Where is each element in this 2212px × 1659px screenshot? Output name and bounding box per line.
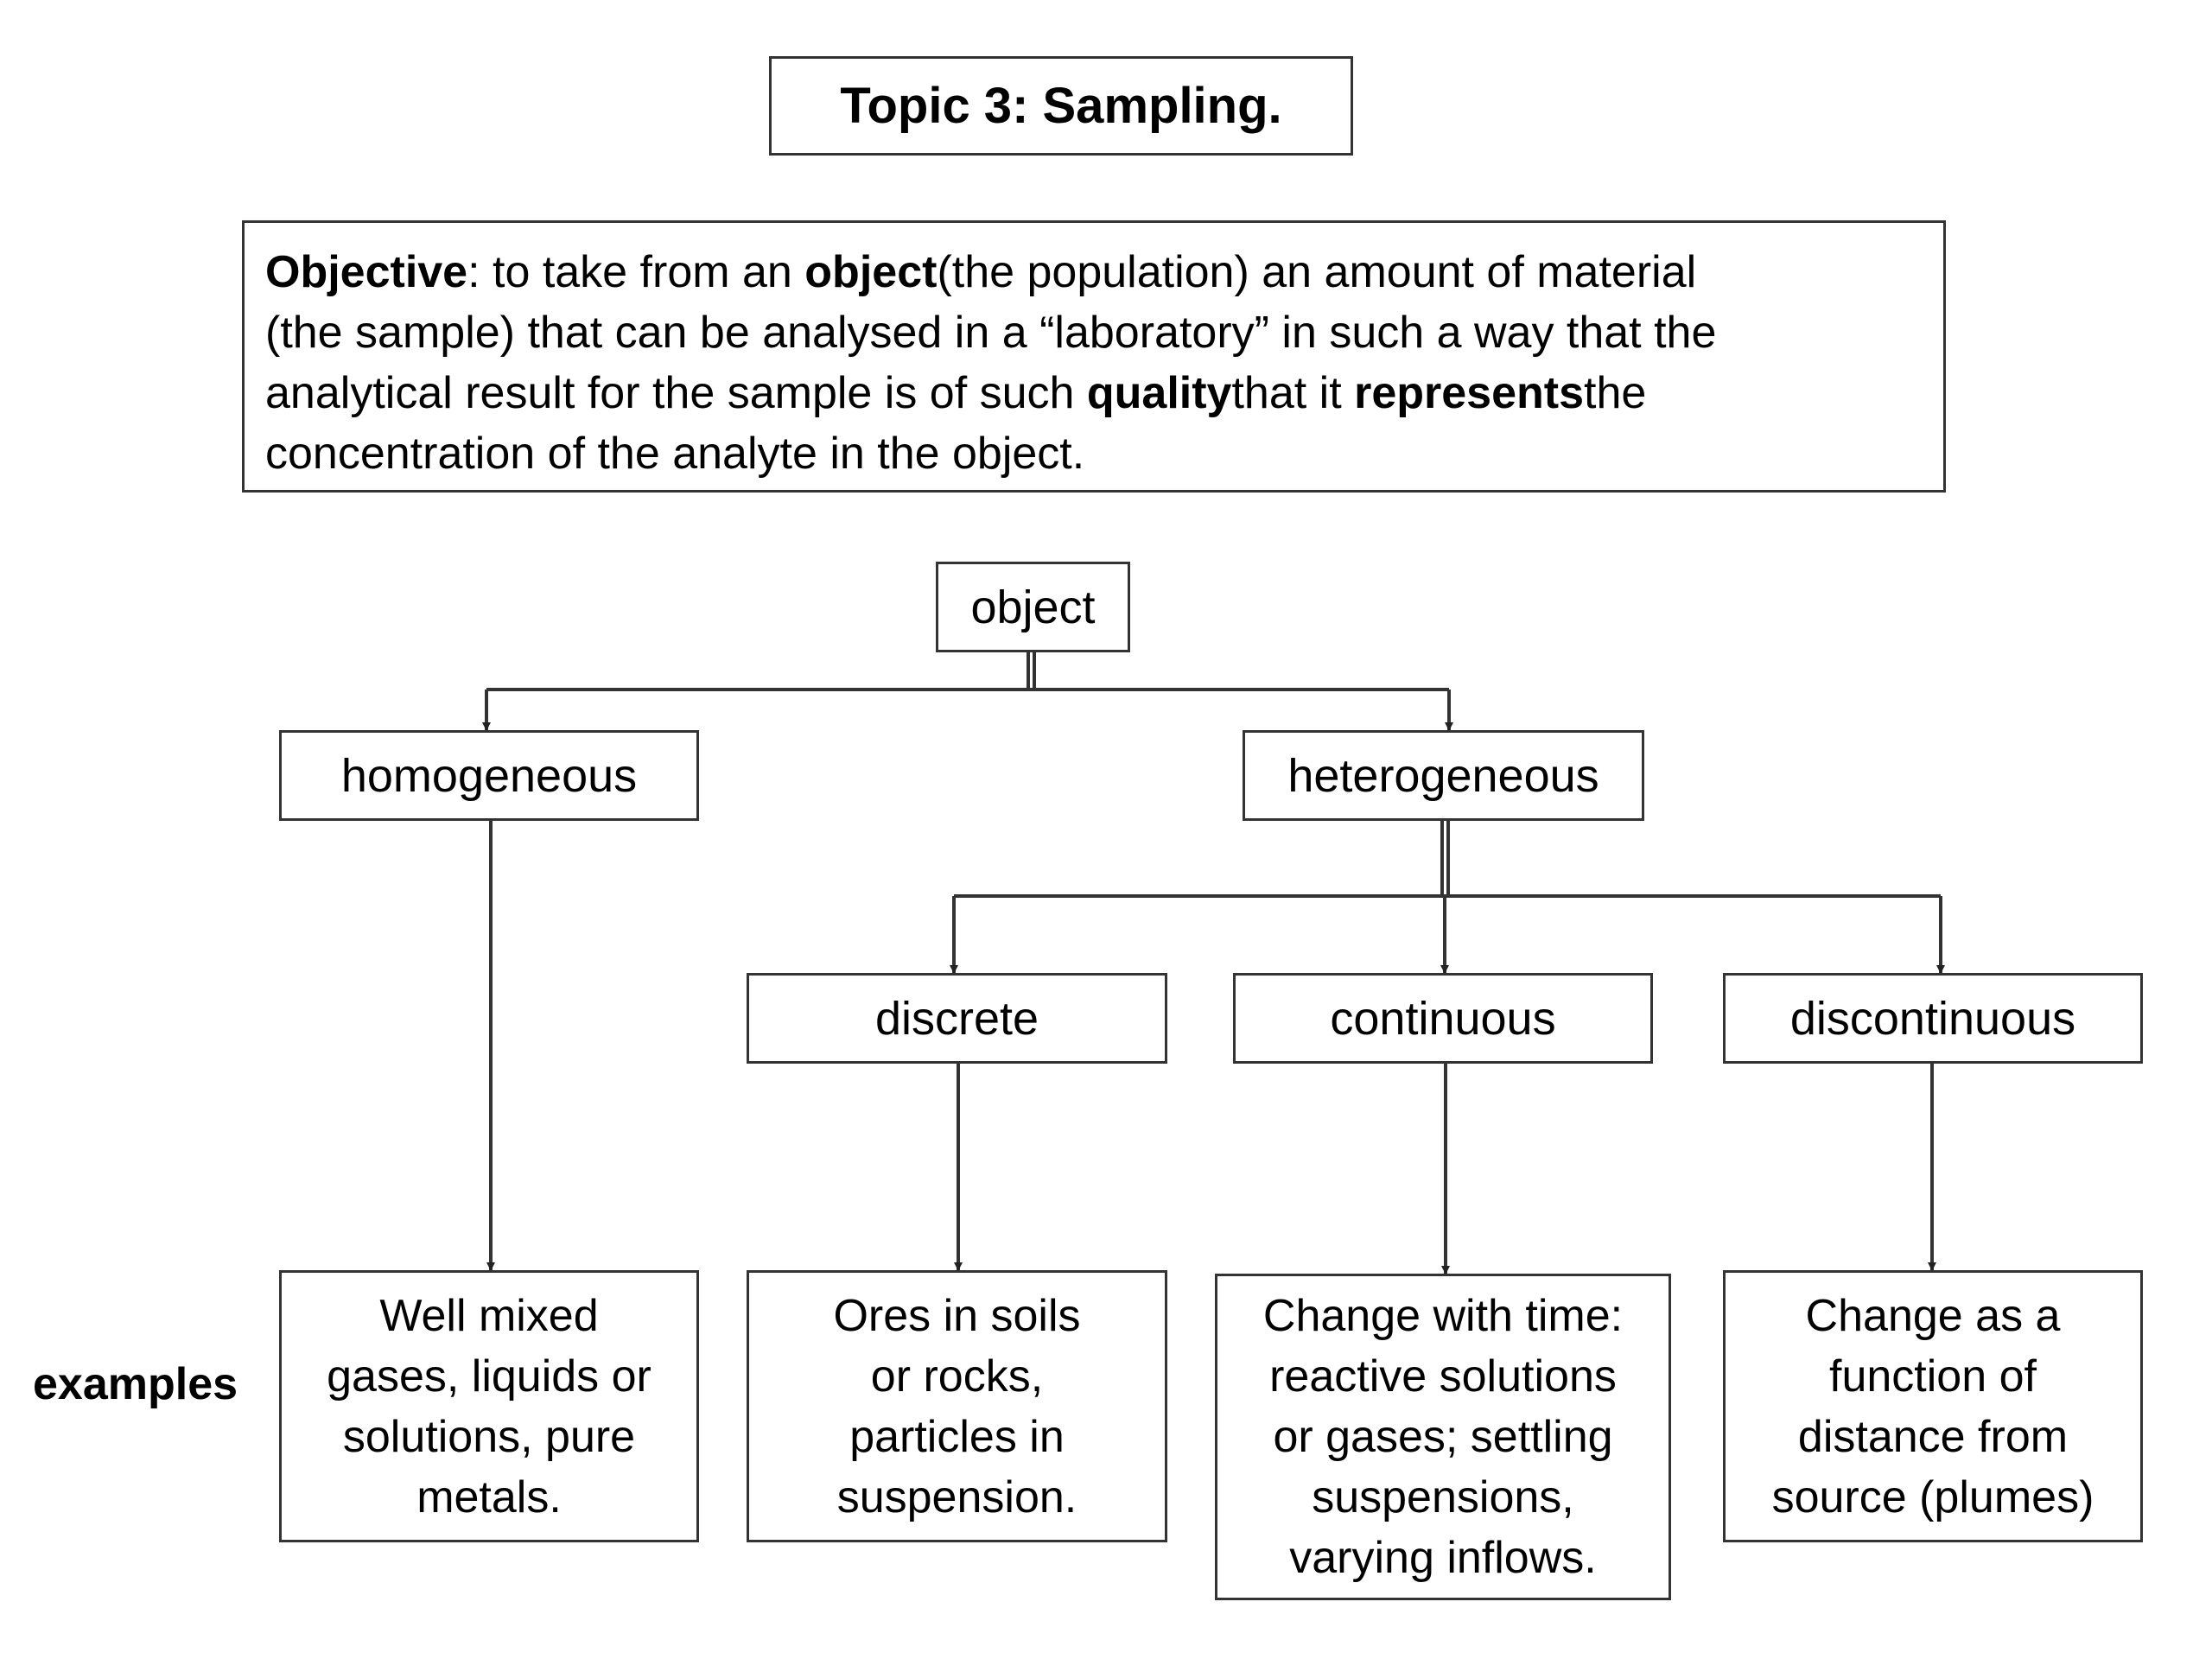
example-continuous-text: Change with time: reactive solutions or …	[1262, 1291, 1624, 1583]
example-discrete: Ores in soils or rocks, particles in sus…	[747, 1270, 1167, 1542]
example-discontinuous-text: Change as a function of distance from so…	[1771, 1290, 2094, 1522]
node-object-label: object	[970, 581, 1096, 633]
page-title-text: Topic 3: Sampling.	[840, 78, 1282, 134]
objective-box: Objective: to take from an object(the po…	[242, 220, 1946, 493]
objective-text: : to take from an	[467, 247, 805, 297]
node-continuous-label: continuous	[1330, 992, 1556, 1045]
objective-line-4: concentration of the analyte in the obje…	[265, 429, 1085, 479]
node-object: object	[936, 562, 1130, 652]
objective-line-3: analytical result for the sample is of s…	[265, 363, 1923, 423]
objective-text: (the population) an amount of material	[937, 247, 1697, 297]
objective-label: Objective	[265, 247, 468, 297]
example-discontinuous: Change as a function of distance from so…	[1723, 1270, 2143, 1542]
page-title: Topic 3: Sampling.	[769, 56, 1353, 156]
example-homogeneous: Well mixed gases, liquids or solutions, …	[279, 1270, 699, 1542]
objective-line-2: (the sample) that can be analysed in a “…	[265, 308, 1717, 358]
node-heterogeneous-label: heterogeneous	[1287, 749, 1599, 802]
example-homogeneous-text: Well mixed gases, liquids or solutions, …	[327, 1290, 652, 1522]
node-discontinuous: discontinuous	[1723, 973, 2143, 1064]
objective-keyword-object: object	[804, 247, 938, 297]
objective-text: analytical result for the sample is of s…	[265, 368, 1087, 418]
node-heterogeneous: heterogeneous	[1243, 730, 1644, 821]
examples-label: examples	[33, 1359, 238, 1409]
example-continuous: Change with time: reactive solutions or …	[1215, 1274, 1671, 1600]
node-discrete-label: discrete	[874, 992, 1039, 1045]
node-continuous: continuous	[1233, 973, 1653, 1064]
node-discontinuous-label: discontinuous	[1789, 992, 2076, 1045]
objective-keyword-represents: represents	[1354, 368, 1585, 418]
node-homogeneous: homogeneous	[279, 730, 699, 821]
example-discrete-text: Ores in soils or rocks, particles in sus…	[833, 1290, 1081, 1522]
objective-line-1: Objective: to take from an object(the po…	[265, 242, 1923, 302]
objective-text: the	[1584, 368, 1647, 418]
objective-keyword-quality: quality	[1086, 368, 1232, 418]
node-homogeneous-label: homogeneous	[340, 749, 638, 802]
objective-text: that it	[1231, 368, 1355, 418]
node-discrete: discrete	[747, 973, 1167, 1064]
